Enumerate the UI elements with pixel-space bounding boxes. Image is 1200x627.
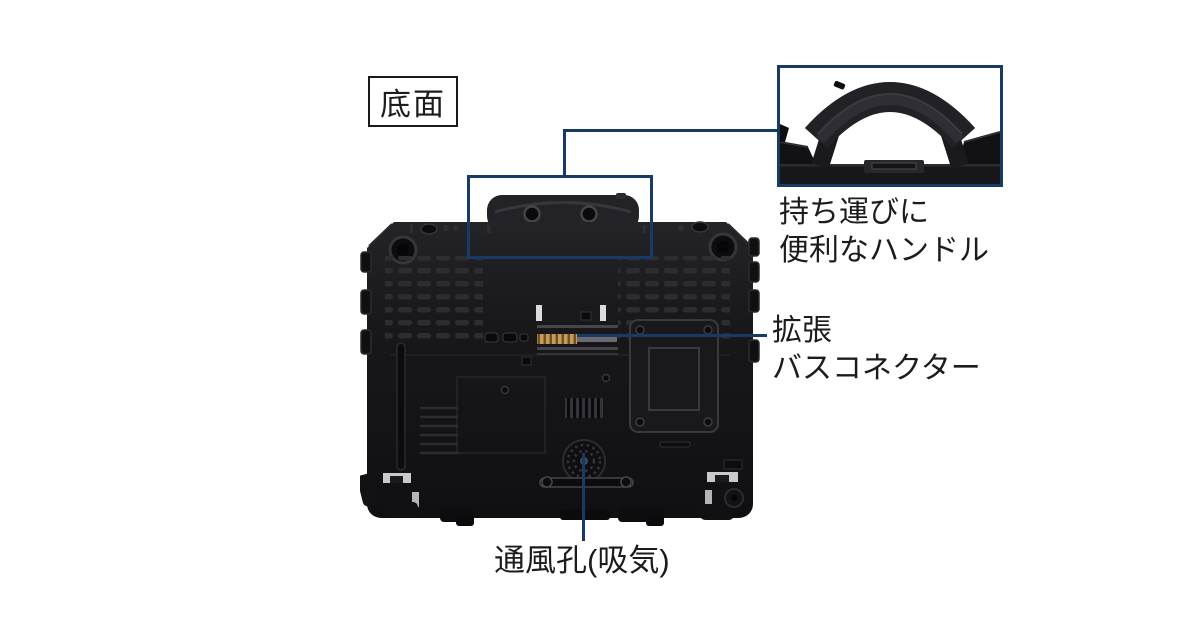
laptop-bottom-photo <box>360 193 760 526</box>
speaker-ribs <box>420 406 458 455</box>
vent-grid-left <box>385 256 483 346</box>
callout-connector-horizontal <box>563 129 779 132</box>
view-title-box: 底面 <box>368 76 458 127</box>
edge-port-covers <box>360 237 760 363</box>
handle-caption-line2: 便利なハンドル <box>779 234 989 267</box>
vent-leader-line <box>582 453 585 541</box>
dock-guide-right <box>600 305 606 321</box>
ribbed-grille <box>565 398 603 418</box>
dock-guide-left <box>536 305 542 321</box>
expansion-bus-connector <box>484 311 618 366</box>
expansion-caption: 拡張 バスコネクター <box>772 312 981 388</box>
feet-and-bumpers <box>360 473 744 526</box>
vent-caption: 通風孔(吸気) <box>494 542 670 580</box>
handle-caption: 持ち運びに 便利なハンドル <box>779 194 989 270</box>
latch-bar <box>396 342 406 471</box>
handle-closeup-inset <box>777 65 1003 187</box>
top-edge-details <box>410 221 709 235</box>
vent-caption-text: 通風孔(吸気) <box>494 543 670 578</box>
docking-plate <box>629 319 719 448</box>
expansion-leader-line <box>577 334 767 337</box>
view-title-label: 底面 <box>380 87 446 122</box>
handle-caption-line1: 持ち運びに <box>779 196 929 229</box>
bottom-rail <box>539 476 634 488</box>
expansion-caption-line2: バスコネクター <box>772 352 981 385</box>
handle-callout-rect <box>467 175 653 259</box>
expansion-caption-line1: 拡張 <box>772 314 832 347</box>
carry-handle-closeup-photo <box>780 80 1000 184</box>
silver-latches <box>383 459 743 507</box>
callout-connector-vertical <box>563 129 566 178</box>
